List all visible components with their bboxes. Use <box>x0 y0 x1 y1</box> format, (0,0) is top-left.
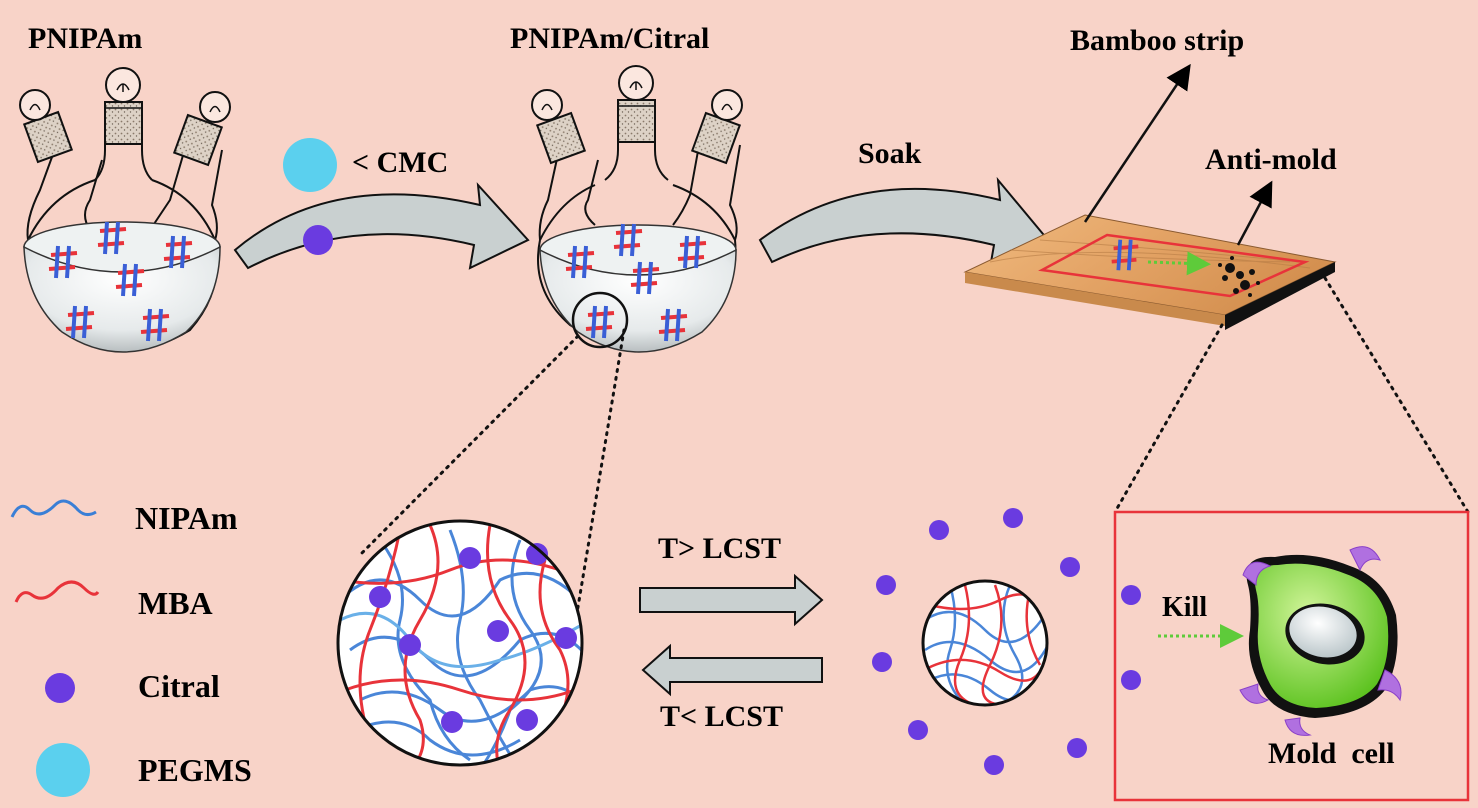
released-citral-dots <box>872 508 1141 775</box>
bamboo-strip <box>963 214 1337 330</box>
cooling-arrow <box>641 643 823 697</box>
pegms-dot-icon <box>283 138 337 192</box>
legend-label-mba: MBA <box>138 585 213 621</box>
network-zoom-circle <box>336 519 584 767</box>
kill-label: Kill <box>1162 592 1208 623</box>
cyan-dot-icon <box>36 743 90 797</box>
zoom-circle <box>571 291 629 349</box>
flask-pnipam <box>19 67 231 353</box>
mold-cell-label: Mold cell <box>1268 737 1395 770</box>
kill-box <box>1113 510 1470 802</box>
bamboo-strip-label: Bamboo strip <box>1070 24 1245 57</box>
citral-dot-icon <box>303 225 333 255</box>
heating-arrow <box>639 573 824 627</box>
legend-label-citral: Citral <box>138 668 220 704</box>
purple-dot-icon <box>45 673 75 703</box>
flask-pnipam-citral <box>531 65 743 353</box>
t-below-lcst-label: T< LCST <box>660 700 783 733</box>
t-above-lcst-label: T> LCST <box>658 532 781 565</box>
blue-chain-icon <box>10 499 97 518</box>
pnipam-citral-label: PNIPAm/Citral <box>510 22 710 55</box>
legend-label-nipam: NIPAm <box>135 500 238 536</box>
collapsed-network-circle <box>921 579 1049 707</box>
legend-label-pegms: PEGMS <box>138 752 252 788</box>
mold-cell-icon <box>1239 546 1402 736</box>
pnipam-label: PNIPAm <box>28 22 143 55</box>
soak-label: Soak <box>858 137 922 170</box>
add-arrow <box>233 182 530 270</box>
mold-spots-icon <box>1218 256 1260 297</box>
anti-mold-label: Anti-mold <box>1205 143 1337 176</box>
red-chain-icon <box>14 580 100 603</box>
cmc-label: < CMC <box>352 146 449 179</box>
